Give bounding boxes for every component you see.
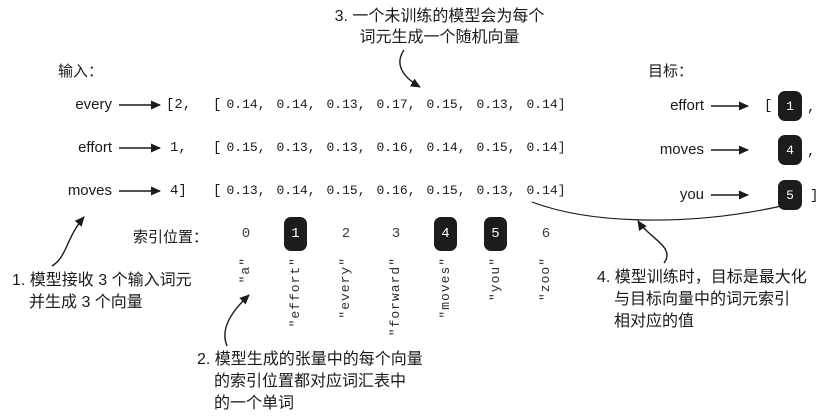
- vector-value: 0.15,: [326, 183, 366, 198]
- target-open-bracket: [: [764, 98, 773, 114]
- target-box-1: 1: [778, 91, 802, 121]
- annotation-4-line2: 与目标向量中的词元索引: [614, 291, 791, 308]
- vector-open-bracket-row0: [: [213, 97, 222, 113]
- vector-value: 0.14,: [226, 97, 266, 112]
- annotation-4-line3: 相对应的值: [614, 313, 695, 330]
- annotation-3-line2: 词元生成一个随机向量: [359, 29, 520, 46]
- curve-highlight-to-target5: [531, 201, 787, 221]
- index-1: 1: [284, 217, 307, 251]
- target-word-effort: effort: [670, 97, 704, 114]
- annotation-4-line1: 4. 模型训练时，目标是最大化: [597, 269, 807, 286]
- vocab-word-effort: "effort": [288, 257, 303, 328]
- vector-value: 0.14]: [526, 97, 566, 112]
- input-word-every: every: [75, 96, 112, 113]
- vector-row-moves: 0.13, 0.14, 0.15, 0.16, 0.15, 0.13, 0.14]: [221, 172, 571, 210]
- input-word-effort: effort: [78, 139, 112, 156]
- annotation2-arrow: [224, 294, 250, 347]
- vector-open-bracket-row1: [: [213, 140, 222, 156]
- vector-value: 0.14]: [526, 140, 566, 155]
- vocab-word-you: "you": [488, 257, 503, 302]
- target-close-bracket: ]: [810, 188, 819, 204]
- vector-value: 0.17,: [376, 97, 416, 112]
- annotation-2: 2. 模型生成的张量中的每个向量 的索引位置都对应词汇表中 的一个单词: [197, 349, 423, 415]
- vector-value: 0.14,: [276, 183, 316, 198]
- index-6: 6: [541, 226, 551, 242]
- token-id-every: [2,: [166, 97, 192, 113]
- annotation4-arrow: [637, 220, 668, 264]
- vector-value: 0.13,: [471, 172, 521, 210]
- target-comma-2: ,: [807, 144, 816, 160]
- index-4: 4: [434, 217, 457, 251]
- annotation-3: 3. 一个未训练的模型会为每个 词元生成一个随机向量: [317, 6, 562, 48]
- vector-value: 0.15,: [426, 97, 466, 112]
- vocab-word-moves: "moves": [438, 257, 453, 319]
- target-box-4: 4: [778, 135, 802, 165]
- vector-value: 0.13,: [326, 140, 366, 155]
- vector-value: 0.15,: [426, 183, 466, 198]
- annotation1-arrow: [51, 216, 85, 267]
- target-word-moves: moves: [659, 141, 704, 158]
- vocab-word-a: "a": [238, 257, 253, 284]
- index-5: 5: [484, 217, 507, 251]
- vocab-word-zoo: "zoo": [538, 257, 553, 302]
- index-2: 2: [341, 226, 351, 242]
- annotation-1-line2: 并生成 3 个向量: [29, 294, 143, 311]
- vector-value: 0.13,: [276, 140, 316, 155]
- vector-value: 0.13,: [226, 183, 266, 198]
- vector-value: 0.13,: [476, 97, 516, 112]
- annotation-2-line3: 的一个单词: [214, 395, 295, 412]
- index-3: 3: [391, 226, 401, 242]
- token-id-moves: 4]: [170, 183, 187, 199]
- index-0: 0: [241, 226, 251, 242]
- annotation-1-line1: 1. 模型接收 3 个输入词元: [12, 272, 192, 289]
- input-section-label: 输入：: [58, 63, 104, 80]
- vector-value: 0.14,: [421, 129, 471, 167]
- vocab-word-forward: "forward": [388, 257, 403, 337]
- vector-value: 0.16,: [376, 140, 416, 155]
- index-position-label: 索引位置：: [133, 229, 209, 246]
- annotation-2-line2: 的索引位置都对应词汇表中: [214, 373, 407, 390]
- vector-value: 0.14]: [526, 183, 566, 198]
- input-word-moves: moves: [67, 182, 112, 199]
- vector-row-every: 0.14, 0.14, 0.13, 0.17, 0.15, 0.13, 0.14]: [221, 86, 571, 124]
- vector-open-bracket-row2: [: [213, 183, 222, 199]
- vector-row-effort: 0.15, 0.13, 0.13, 0.16, 0.14, 0.15, 0.14]: [221, 129, 571, 167]
- target-comma-1: ,: [807, 100, 816, 116]
- target-section-label: 目标：: [648, 63, 694, 80]
- annotation-4: 4. 模型训练时，目标是最大化 与目标向量中的词元索引 相对应的值: [597, 267, 807, 333]
- annotation-2-line1: 2. 模型生成的张量中的每个向量: [197, 351, 423, 368]
- vector-value: 0.13,: [326, 97, 366, 112]
- vector-value: 0.14,: [271, 86, 321, 124]
- vector-value: 0.16,: [376, 183, 416, 198]
- annotation-1: 1. 模型接收 3 个输入词元 并生成 3 个向量: [12, 270, 192, 314]
- vocab-word-every: "every": [338, 257, 353, 319]
- target-word-you: you: [679, 186, 704, 203]
- annotation-3-line1: 3. 一个未训练的模型会为每个: [334, 8, 545, 25]
- vector-value: 0.15,: [226, 140, 266, 155]
- vector-value: 0.15,: [476, 140, 516, 155]
- target-box-5: 5: [778, 180, 802, 210]
- token-id-effort: 1,: [170, 140, 187, 156]
- annotation3-arrow: [399, 49, 421, 88]
